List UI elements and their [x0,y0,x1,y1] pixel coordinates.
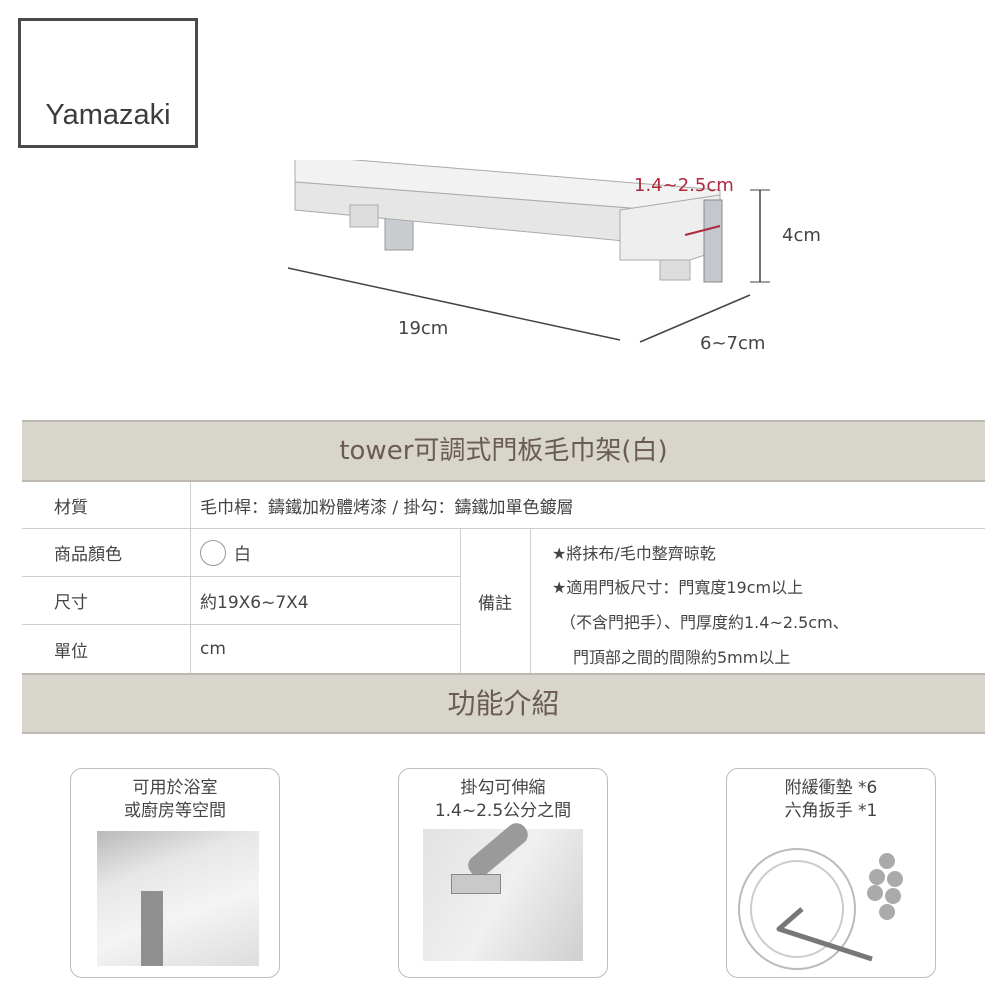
spec-value-material: 毛巾桿：鑄鐵加粉體烤漆 / 掛勾：鑄鐵加單色鍍層 [190,482,985,529]
remarks-label: 備註 [478,593,512,614]
height-label: 4cm [782,225,821,246]
length-label: 6~7cm [700,333,766,354]
product-title: tower可調式門板毛巾架(白) [22,420,985,482]
spec-label-material: 材質 [22,482,190,529]
spec-label-color: 商品顏色 [22,529,190,577]
color-name: 白 [234,545,251,565]
width-label: 19cm [398,318,449,339]
brand-name: Yamazaki [45,99,171,131]
feature-card-usage: 可用於浴室或廚房等空間 [70,768,280,978]
color-swatch [200,539,226,566]
feature-card-accessories: 附緩衝墊 *6 六角扳手 *1 [726,768,936,978]
feature-text: 或廚房等空間 [124,801,226,821]
bar-foot [349,204,379,228]
feature-text: 掛勾可伸縮 [460,778,546,798]
bumper-pads-icon [867,853,903,920]
hook-photo [423,819,583,961]
hex-key-icon [776,907,873,962]
product-dimension-diagram [287,160,770,343]
kitchen-photo [97,831,259,966]
remark-line: ★適用門板尺寸：門寬度19cm以上 [552,578,804,597]
hook-right [703,199,723,283]
remark-line: ★將抹布/毛巾整齊晾乾 [552,544,716,563]
spec-label-size: 尺寸 [22,577,190,625]
length-arrow [639,294,751,343]
remark-line: 門頂部之間的間隙約5mm以上 [573,648,791,667]
features-title: 功能介紹 [22,673,985,734]
feature-text: 可用於浴室 [132,778,218,798]
spec-value-size: 約19X6~7X4 [190,577,460,625]
spec-label-unit: 單位 [54,641,88,662]
depth-label: 1.4~2.5cm [634,175,734,196]
accessories-illustration [738,848,903,970]
depth-arrow [684,225,721,236]
feature-text: 1.4~2.5公分之間 [434,801,572,821]
feature-text: 附緩衝墊 *6 [784,778,878,798]
width-arrow [287,267,621,341]
spec-value-unit: cm [200,639,226,659]
remark-line: （不含門把手）、門厚度約1.4~2.5cm、 [560,613,849,632]
brand-logo: Yamazaki [18,18,198,148]
feature-card-adjustable: 掛勾可伸縮 1.4~2.5公分之間 [398,768,608,978]
feature-text: 六角扳手 *1 [784,801,878,821]
spec-value-color: 白 [190,529,460,577]
